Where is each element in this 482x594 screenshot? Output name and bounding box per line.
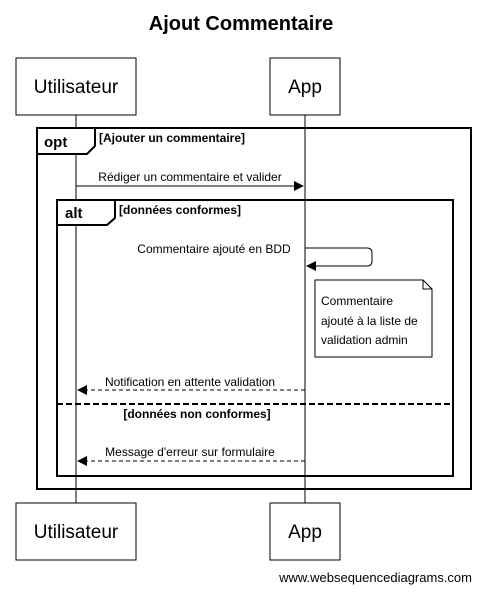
alt-guard: [données conformes] <box>119 203 241 217</box>
actor-label: Utilisateur <box>34 77 119 98</box>
alt-fragment-tab <box>56 199 116 226</box>
message-rediger-commentaire: Rédiger un commentaire et valider <box>76 170 304 191</box>
note-line: validation admin <box>321 333 408 347</box>
note-fold <box>422 280 432 290</box>
note-line: Commentaire <box>321 294 393 308</box>
actor-app-top: App <box>269 57 341 116</box>
opt-fragment-tab <box>36 127 96 155</box>
opt-guard: [Ajouter un commentaire] <box>99 131 245 145</box>
message-erreur-formulaire: Message d'erreur sur formulaire <box>77 445 305 466</box>
message-label: Commentaire ajouté en BDD <box>137 242 291 256</box>
message-label: Message d'erreur sur formulaire <box>105 445 275 459</box>
actor-utilisateur-bottom: Utilisateur <box>15 502 137 561</box>
actor-label: Utilisateur <box>34 522 119 543</box>
footer-watermark: www.websequencediagrams.com <box>278 570 472 585</box>
message-label: Notification en attente validation <box>105 375 275 389</box>
note-line: ajouté à la liste de <box>321 314 418 328</box>
message-commentaire-ajoute-bdd: Commentaire ajouté en BDD <box>137 242 373 271</box>
actor-label: App <box>288 522 322 543</box>
diagram-title: Ajout Commentaire <box>149 13 333 35</box>
note-shape <box>314 279 433 358</box>
message-notification-attente: Notification en attente validation <box>77 375 305 395</box>
message-self-arrow <box>305 247 373 271</box>
opt-keyword: opt <box>44 134 67 151</box>
alt-else-guard: [données non conformes] <box>123 407 270 421</box>
message-label: Rédiger un commentaire et valider <box>98 170 281 184</box>
actor-app-bottom: App <box>269 502 341 561</box>
actor-utilisateur-top: Utilisateur <box>15 57 137 116</box>
alt-fragment: alt [données conformes] [données non con… <box>56 199 454 477</box>
alt-keyword: alt <box>65 205 83 222</box>
note-validation-admin: Commentaire ajouté à la liste de validat… <box>314 279 433 358</box>
actor-label: App <box>288 77 322 98</box>
opt-fragment: opt [Ajouter un commentaire] <box>36 127 472 490</box>
